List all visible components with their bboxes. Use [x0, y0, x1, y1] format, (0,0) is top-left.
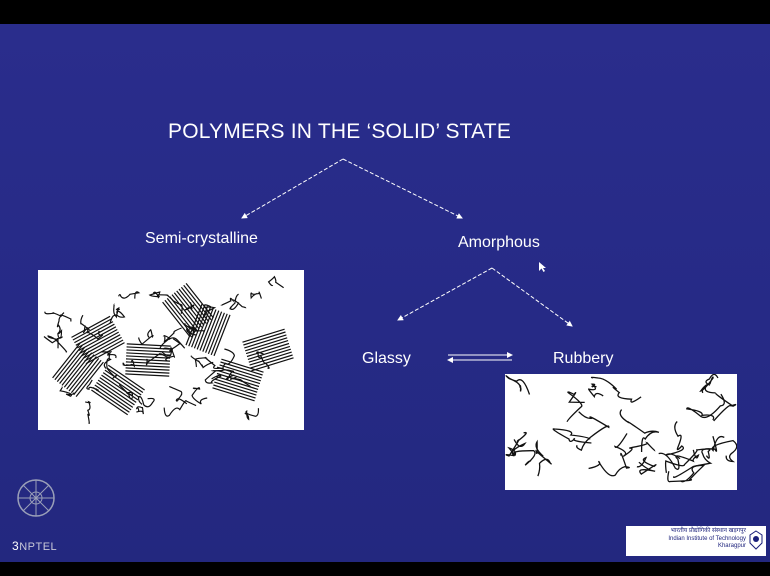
semi-crystalline-structure-image — [38, 270, 304, 430]
iit-kharagpur-logo: भारतीय प्रौद्योगिकी संस्थान खड़गपुर Indi… — [626, 526, 766, 556]
node-rubbery: Rubbery — [553, 350, 613, 368]
nptel-label: 3NPTEL — [12, 539, 57, 553]
node-glassy: Glassy — [362, 350, 411, 368]
arrow-to-rubbery — [492, 268, 572, 326]
node-amorphous: Amorphous — [458, 234, 540, 252]
nptel-text: NPTEL — [19, 541, 57, 553]
arrow-to-amorphous — [343, 159, 462, 218]
glassy-rubbery-double-arrow — [448, 355, 512, 360]
institute-city: Kharagpur — [626, 543, 746, 551]
iit-emblem-icon — [749, 530, 763, 550]
node-semi-crystalline: Semi-crystalline — [145, 230, 258, 248]
institute-name: Indian Institute of Technology — [626, 536, 746, 544]
nptel-logo-icon — [14, 468, 58, 534]
slide: POLYMERS IN THE ‘SOLID’ STATE Semi-cryst… — [0, 24, 770, 562]
arrow-to-semi-crystalline — [242, 159, 343, 218]
rubbery-network-image — [505, 374, 737, 490]
arrow-to-glassy — [398, 268, 492, 320]
institute-hindi: भारतीय प्रौद्योगिकी संस्थान खड़गपुर — [626, 528, 746, 536]
mouse-pointer-icon — [539, 262, 547, 272]
